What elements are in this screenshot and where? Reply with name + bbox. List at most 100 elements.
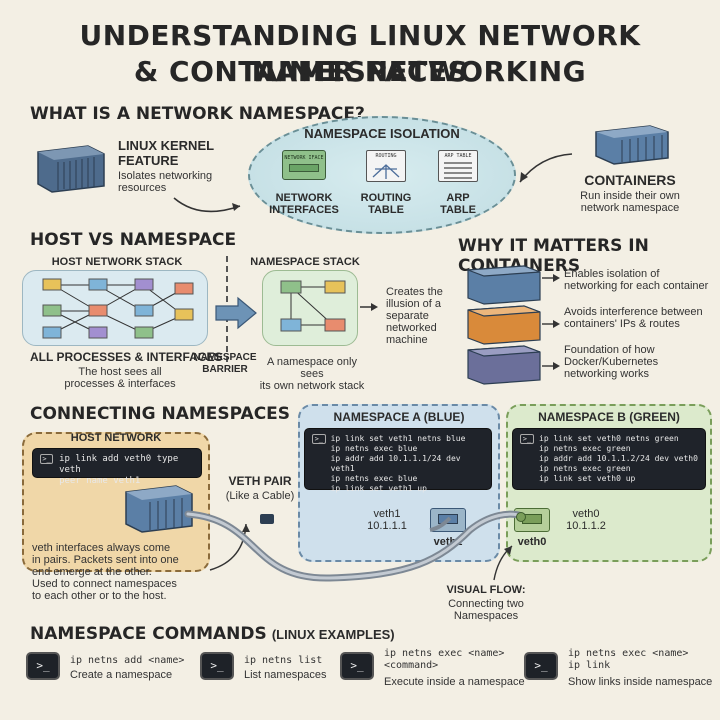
why-arrows-icon xyxy=(542,274,560,370)
illusion-2: illusion of a xyxy=(386,298,442,310)
ns-b-cmd-4: ip netns exec green xyxy=(539,464,631,473)
title-line-1: UNDERSTANDING LINUX NETWORK NAMESPACES xyxy=(79,19,641,88)
kernel-desc-2: resources xyxy=(118,182,167,194)
host-vs-heading: HOST VS NAMESPACE xyxy=(30,230,237,250)
why-point-2-line-1: Avoids interference between xyxy=(564,306,703,318)
host-server-icon xyxy=(120,480,200,538)
host-terminal: >_ ip link add veth0 type veth peer name… xyxy=(32,448,202,486)
cmd-3-text-2: <command> xyxy=(384,660,439,671)
ns-a-title: NAMESPACE A (BLUE) xyxy=(333,410,465,424)
cmd-4-desc: Show links inside namespace xyxy=(568,676,713,688)
ns-a-cmd-1: ip link set veth1 netns blue xyxy=(330,434,466,443)
container-icon xyxy=(592,122,672,166)
ns-a-if: veth1 xyxy=(373,508,401,520)
cable-connector-b xyxy=(516,512,526,522)
iso-item-2-label-1: ROUTING xyxy=(360,192,412,204)
veth-desc-1: veth interfaces always come xyxy=(32,542,171,554)
ns-stack-title: NAMESPACE STACK xyxy=(250,256,360,268)
host-network-label: HOST NETWORK xyxy=(70,432,162,444)
ns-a-cmd-5: ip link set veth1 up xyxy=(330,484,427,493)
why-point-1-line-1: Enables isolation of xyxy=(564,268,660,280)
terminal-icon: >_ xyxy=(312,434,326,444)
cmd-1-terminal-icon: >_ xyxy=(26,652,60,680)
host-stack-panel xyxy=(22,270,208,346)
linux-server-icon xyxy=(32,142,108,194)
why-point-3-line-3: networking works xyxy=(564,368,649,380)
commands-heading-sub: (LINUX EXAMPLES) xyxy=(271,627,395,642)
barrier-label-1: NAMESPACE xyxy=(193,352,257,363)
ns-a-cmd-2: ip netns exec blue xyxy=(330,444,418,453)
cmd-2-terminal-icon: >_ xyxy=(200,652,234,680)
arrow-from-containers-icon xyxy=(519,153,573,183)
host-cmd-2: peer name veth1 xyxy=(59,476,141,486)
containers-desc-2: network namespace xyxy=(580,202,680,214)
ns-caption-2: its own network stack xyxy=(259,380,365,392)
terminal-icon: >_ xyxy=(40,454,54,464)
kernel-title-1: LINUX KERNEL xyxy=(118,138,215,153)
kernel-desc-1: Isolates networking xyxy=(118,170,213,182)
visual-flow-arrow-icon xyxy=(493,545,513,581)
cmd-4-text-2: ip link xyxy=(568,660,611,671)
barrier-label-2: BARRIER xyxy=(202,364,248,375)
host-caption-1: The host sees all xyxy=(78,366,162,378)
iso-item-3-label-1: ARP xyxy=(446,192,470,204)
veth-desc-arrow-icon xyxy=(209,523,250,571)
ns-b-cmd-5: ip link set veth0 up xyxy=(539,474,636,483)
containers-title: CONTAINERS xyxy=(584,172,676,188)
barrier-arrow-icon xyxy=(215,296,257,330)
host-caption-title: ALL PROCESSES & INTERFACES xyxy=(30,350,223,364)
ns-a-terminal: >_ ip link set veth1 netns blue ip netns… xyxy=(304,428,492,493)
illusion-3: separate xyxy=(386,310,429,322)
cmd-1-text: ip netns add <name> xyxy=(70,655,185,666)
arrow-to-isolation-icon xyxy=(173,197,241,213)
routing-table-icon: ROUTING xyxy=(366,150,406,182)
why-point-3-line-1: Foundation of how xyxy=(564,344,655,356)
ns-a-cmd-4: ip netns exec blue xyxy=(330,474,418,483)
ns-caption-1: A namespace only sees xyxy=(267,356,357,380)
veth-pair-label-1: VETH PAIR xyxy=(228,474,292,488)
container-stack-icon xyxy=(464,262,544,386)
kernel-title-2: FEATURE xyxy=(118,153,179,168)
cmd-3-text-1: ip netns exec <name> xyxy=(384,648,505,659)
veth-pair-label-2: (Like a Cable) xyxy=(225,490,295,502)
ns-b-title: NAMESPACE B (GREEN) xyxy=(538,410,680,424)
ns-a-ip: 10.1.1.1 xyxy=(367,520,407,532)
cmd-1-desc: Create a namespace xyxy=(70,669,173,681)
connecting-heading: CONNECTING NAMESPACES xyxy=(30,404,291,424)
veth-cable xyxy=(184,510,526,582)
visual-flow-1: VISUAL FLOW: xyxy=(446,584,526,596)
iso-item-1-label-1: NETWORK xyxy=(275,192,333,204)
why-point-2-line-2: containers' IPs & routes xyxy=(564,318,680,330)
veth-desc-5: to each other or to the host. xyxy=(32,590,167,602)
why-point-3-line-2: Docker/Kubernetes xyxy=(564,356,659,368)
terminal-icon: >_ xyxy=(520,434,534,444)
veth-desc-2: in pairs. Packets sent into one xyxy=(32,554,179,566)
cmd-4-text-1: ip netns exec <name> xyxy=(568,648,689,659)
ns-a-cmd-3: ip addr add 10.1.1.1/24 dev veth1 xyxy=(330,454,461,473)
ns-b-terminal: >_ ip link set veth0 netns green ip netn… xyxy=(512,428,706,490)
ns-b-if-label: veth0 xyxy=(517,536,547,548)
ns-b-ip: 10.1.1.2 xyxy=(566,520,606,532)
illusion-4: networked xyxy=(386,322,437,334)
containers-desc-1: Run inside their own xyxy=(580,190,680,202)
ns-b-cmd-3: ip addr add 10.1.1.2/24 dev veth0 xyxy=(539,454,698,463)
iso-item-2-label-2: TABLE xyxy=(368,204,404,216)
illusion-5: machine xyxy=(386,334,428,346)
host-caption-2: processes & interfaces xyxy=(64,378,176,390)
cmd-4-terminal-icon: >_ xyxy=(524,652,558,680)
network-interfaces-icon: NETWORK IFACE xyxy=(282,150,326,180)
host-cmd-1: ip link add veth0 type veth xyxy=(59,454,179,475)
isolation-title: NAMESPACE ISOLATION xyxy=(304,126,460,141)
cable-connector-a xyxy=(260,514,274,524)
ns-b-if: veth0 xyxy=(572,508,600,520)
veth-desc-4: Used to connect namespaces xyxy=(32,578,177,590)
cmd-3-desc: Execute inside a namespace xyxy=(384,676,525,688)
veth-desc-3: end emerge at the other. xyxy=(32,566,152,578)
iso-item-3-label-2: TABLE xyxy=(440,204,476,216)
iso-item-1-label-2: INTERFACES xyxy=(269,204,339,216)
commands-heading: NAMESPACE COMMANDS xyxy=(30,624,267,644)
cmd-3-terminal-icon: >_ xyxy=(340,652,374,680)
cmd-2-desc: List namespaces xyxy=(244,669,327,681)
ns-stack-panel xyxy=(262,270,358,346)
cmd-2-text: ip netns list xyxy=(244,655,323,666)
